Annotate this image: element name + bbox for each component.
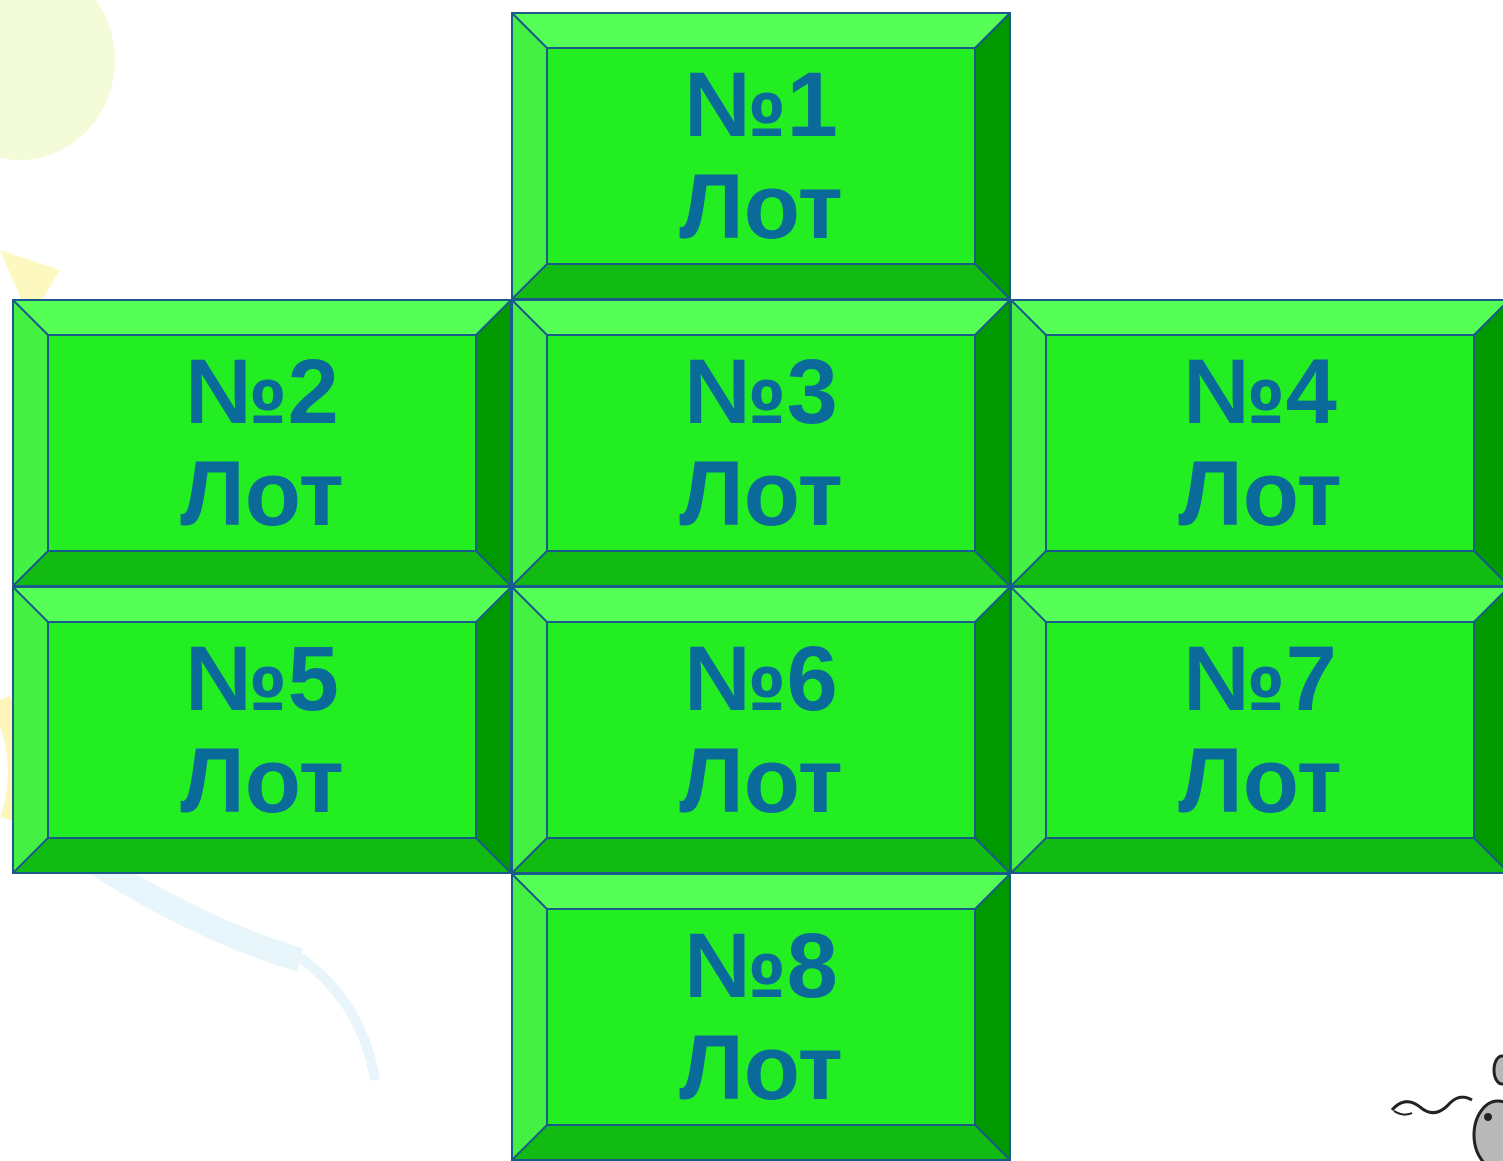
tile-bevel <box>1010 586 1503 874</box>
swirl-decoration-icon <box>0 0 115 160</box>
lot-tile-4[interactable]: №4 Лот <box>1010 299 1503 587</box>
tile-bevel <box>511 299 1011 587</box>
tile-bevel <box>511 586 1011 874</box>
lot-tile-5[interactable]: №5 Лот <box>12 586 512 874</box>
lot-tile-3[interactable]: №3 Лот <box>511 299 1011 587</box>
mouse-icon <box>1390 1054 1503 1161</box>
tile-bevel <box>12 586 512 874</box>
lot-tile-7[interactable]: №7 Лот <box>1010 586 1503 874</box>
lot-tile-6[interactable]: №6 Лот <box>511 586 1011 874</box>
tile-bevel <box>12 299 512 587</box>
tile-bevel <box>1010 299 1503 587</box>
star-decoration-icon <box>0 250 60 320</box>
lot-tile-8[interactable]: №8 Лот <box>511 873 1011 1161</box>
tile-bevel <box>511 12 1011 300</box>
tile-bevel <box>511 873 1011 1161</box>
lot-tile-1[interactable]: №1 Лот <box>511 12 1011 300</box>
lot-tile-2[interactable]: №2 Лот <box>12 299 512 587</box>
